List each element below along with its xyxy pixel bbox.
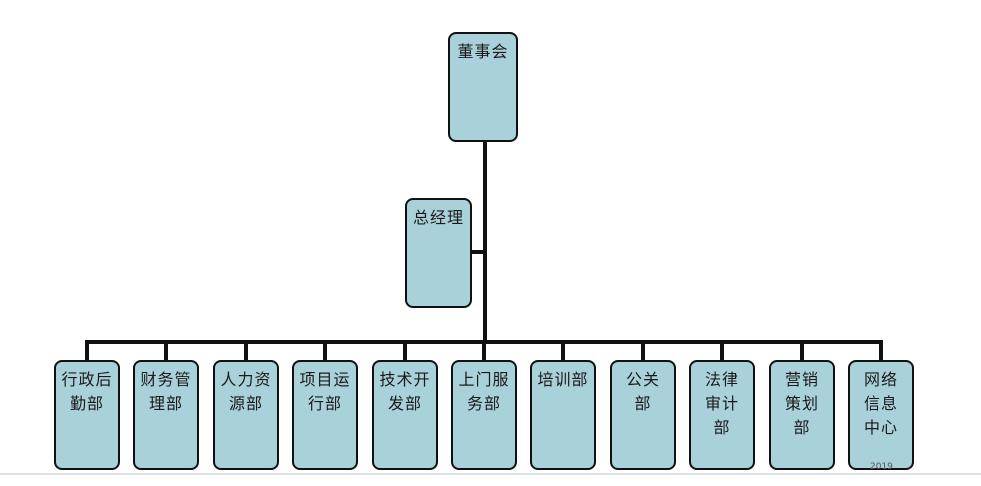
department-label-line: 培训部 bbox=[537, 370, 589, 389]
department-label-line: 部 bbox=[713, 418, 731, 437]
department-label-line: 营销 bbox=[784, 370, 819, 389]
department-box: 网络信息中心 bbox=[848, 360, 914, 470]
department-label-line: 网络 bbox=[863, 370, 898, 389]
department-label-line: 务部 bbox=[466, 394, 501, 413]
department-label-line: 技术开 bbox=[379, 370, 431, 389]
department-box: 人力资源部 bbox=[213, 360, 279, 470]
department-label-line: 理部 bbox=[148, 394, 183, 413]
department-box: 技术开发部 bbox=[372, 360, 438, 470]
department-label-line: 行政后 bbox=[61, 370, 113, 389]
department-label-line: 策划 bbox=[784, 394, 819, 413]
department-label-line: 发部 bbox=[387, 394, 422, 413]
department-label-line: 行部 bbox=[307, 394, 342, 413]
department-label-line: 财务管 bbox=[140, 370, 192, 389]
department-label-line: 上门服 bbox=[458, 370, 510, 389]
department-box: 上门服务部 bbox=[451, 360, 517, 470]
department-box: 项目运行部 bbox=[292, 360, 358, 470]
general-manager-box: 总经理 bbox=[405, 198, 472, 308]
department-label-line: 审计 bbox=[704, 394, 739, 413]
department-label-line: 法律 bbox=[704, 370, 739, 389]
watermark-text: 2019 bbox=[870, 462, 893, 472]
department-box: 法律审计部 bbox=[689, 360, 755, 470]
bottom-divider bbox=[0, 473, 981, 475]
department-box: 培训部 bbox=[530, 360, 596, 470]
department-label-line: 源部 bbox=[228, 394, 263, 413]
department-box: 财务管理部 bbox=[133, 360, 199, 470]
department-label-line: 信息 bbox=[863, 394, 898, 413]
department-box: 行政后勤部 bbox=[54, 360, 120, 470]
department-label-line: 公关 bbox=[625, 370, 660, 389]
department-box: 公关部 bbox=[610, 360, 676, 470]
department-label-line: 人力资 bbox=[220, 370, 272, 389]
board-label: 董事会 bbox=[457, 42, 509, 61]
department-drop-lines bbox=[85, 340, 883, 360]
department-label-line: 部 bbox=[793, 418, 811, 437]
department-label-line: 勤部 bbox=[69, 394, 104, 413]
department-label-line: 部 bbox=[634, 394, 652, 413]
department-box: 营销策划部 bbox=[769, 360, 835, 470]
department-label-line: 中心 bbox=[863, 418, 898, 437]
board-box: 董事会 bbox=[448, 32, 518, 142]
general-manager-label: 总经理 bbox=[412, 208, 464, 227]
department-label-line: 项目运 bbox=[299, 370, 351, 389]
